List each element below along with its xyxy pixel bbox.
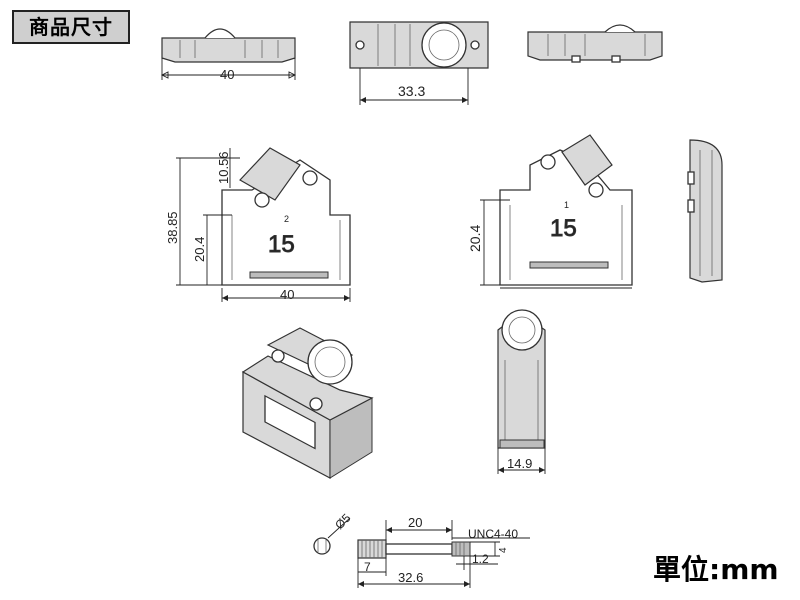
top-view-left: 40 [160,28,297,82]
dim-screw-diameter: Ø5 [332,511,353,532]
dim-side-view-width: 14.9 [507,456,532,471]
screw-detail: Ø5 20 UNC4-40 4 [313,511,530,588]
dim-front-right-height-body: 20.4 [467,225,483,252]
top-view-middle: 33.3 [349,21,489,105]
dim-top-left-width: 40 [220,67,234,82]
dim-front-left-width: 40 [280,287,294,302]
dim-screw-head-length: 7 [364,560,371,574]
front-view-right: 1 15 20.4 [467,134,633,289]
page-title: 商品尺寸 [12,10,130,44]
dim-screw-shaft-length: 20 [408,515,422,530]
dim-top-mid-width: 33.3 [398,83,425,99]
dim-front-left-height-body: 20.4 [192,237,207,262]
screw-thread-label: UNC4-40 [468,527,518,541]
dim-screw-end-height: 4 [498,547,509,553]
front-left-size-label: 15 [268,231,295,258]
front-right-pin-label: 1 [564,200,569,210]
isometric-view [241,327,374,479]
front-right-size-label: 15 [550,215,577,242]
front-left-pin-label: 2 [284,214,289,224]
dim-front-left-height-total: 38.85 [165,211,180,244]
unit-label: 單位:mm [653,553,779,586]
side-view-middle: 14.9 [497,309,546,474]
dim-screw-total-length: 32.6 [398,570,423,585]
front-view-left: 2 15 40 38.85 10.56 20.4 [165,147,351,302]
top-view-right [527,24,663,63]
dim-front-left-height-top: 10.56 [216,151,231,184]
side-view-right [687,139,723,283]
dim-screw-tip-length: 1.2 [472,552,489,566]
